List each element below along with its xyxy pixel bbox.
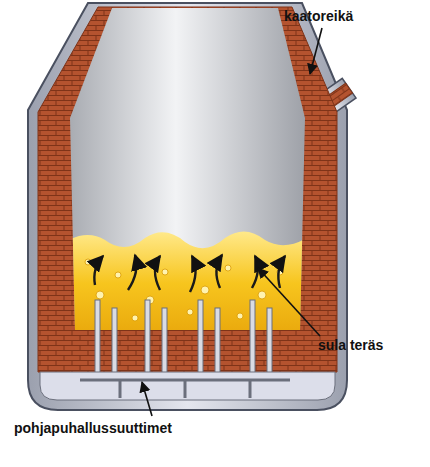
part-label: sula teräs — [318, 337, 383, 354]
part-label: pohjapuhallussuuttimet — [14, 420, 172, 437]
part-label: kaatoreikä — [284, 8, 353, 25]
